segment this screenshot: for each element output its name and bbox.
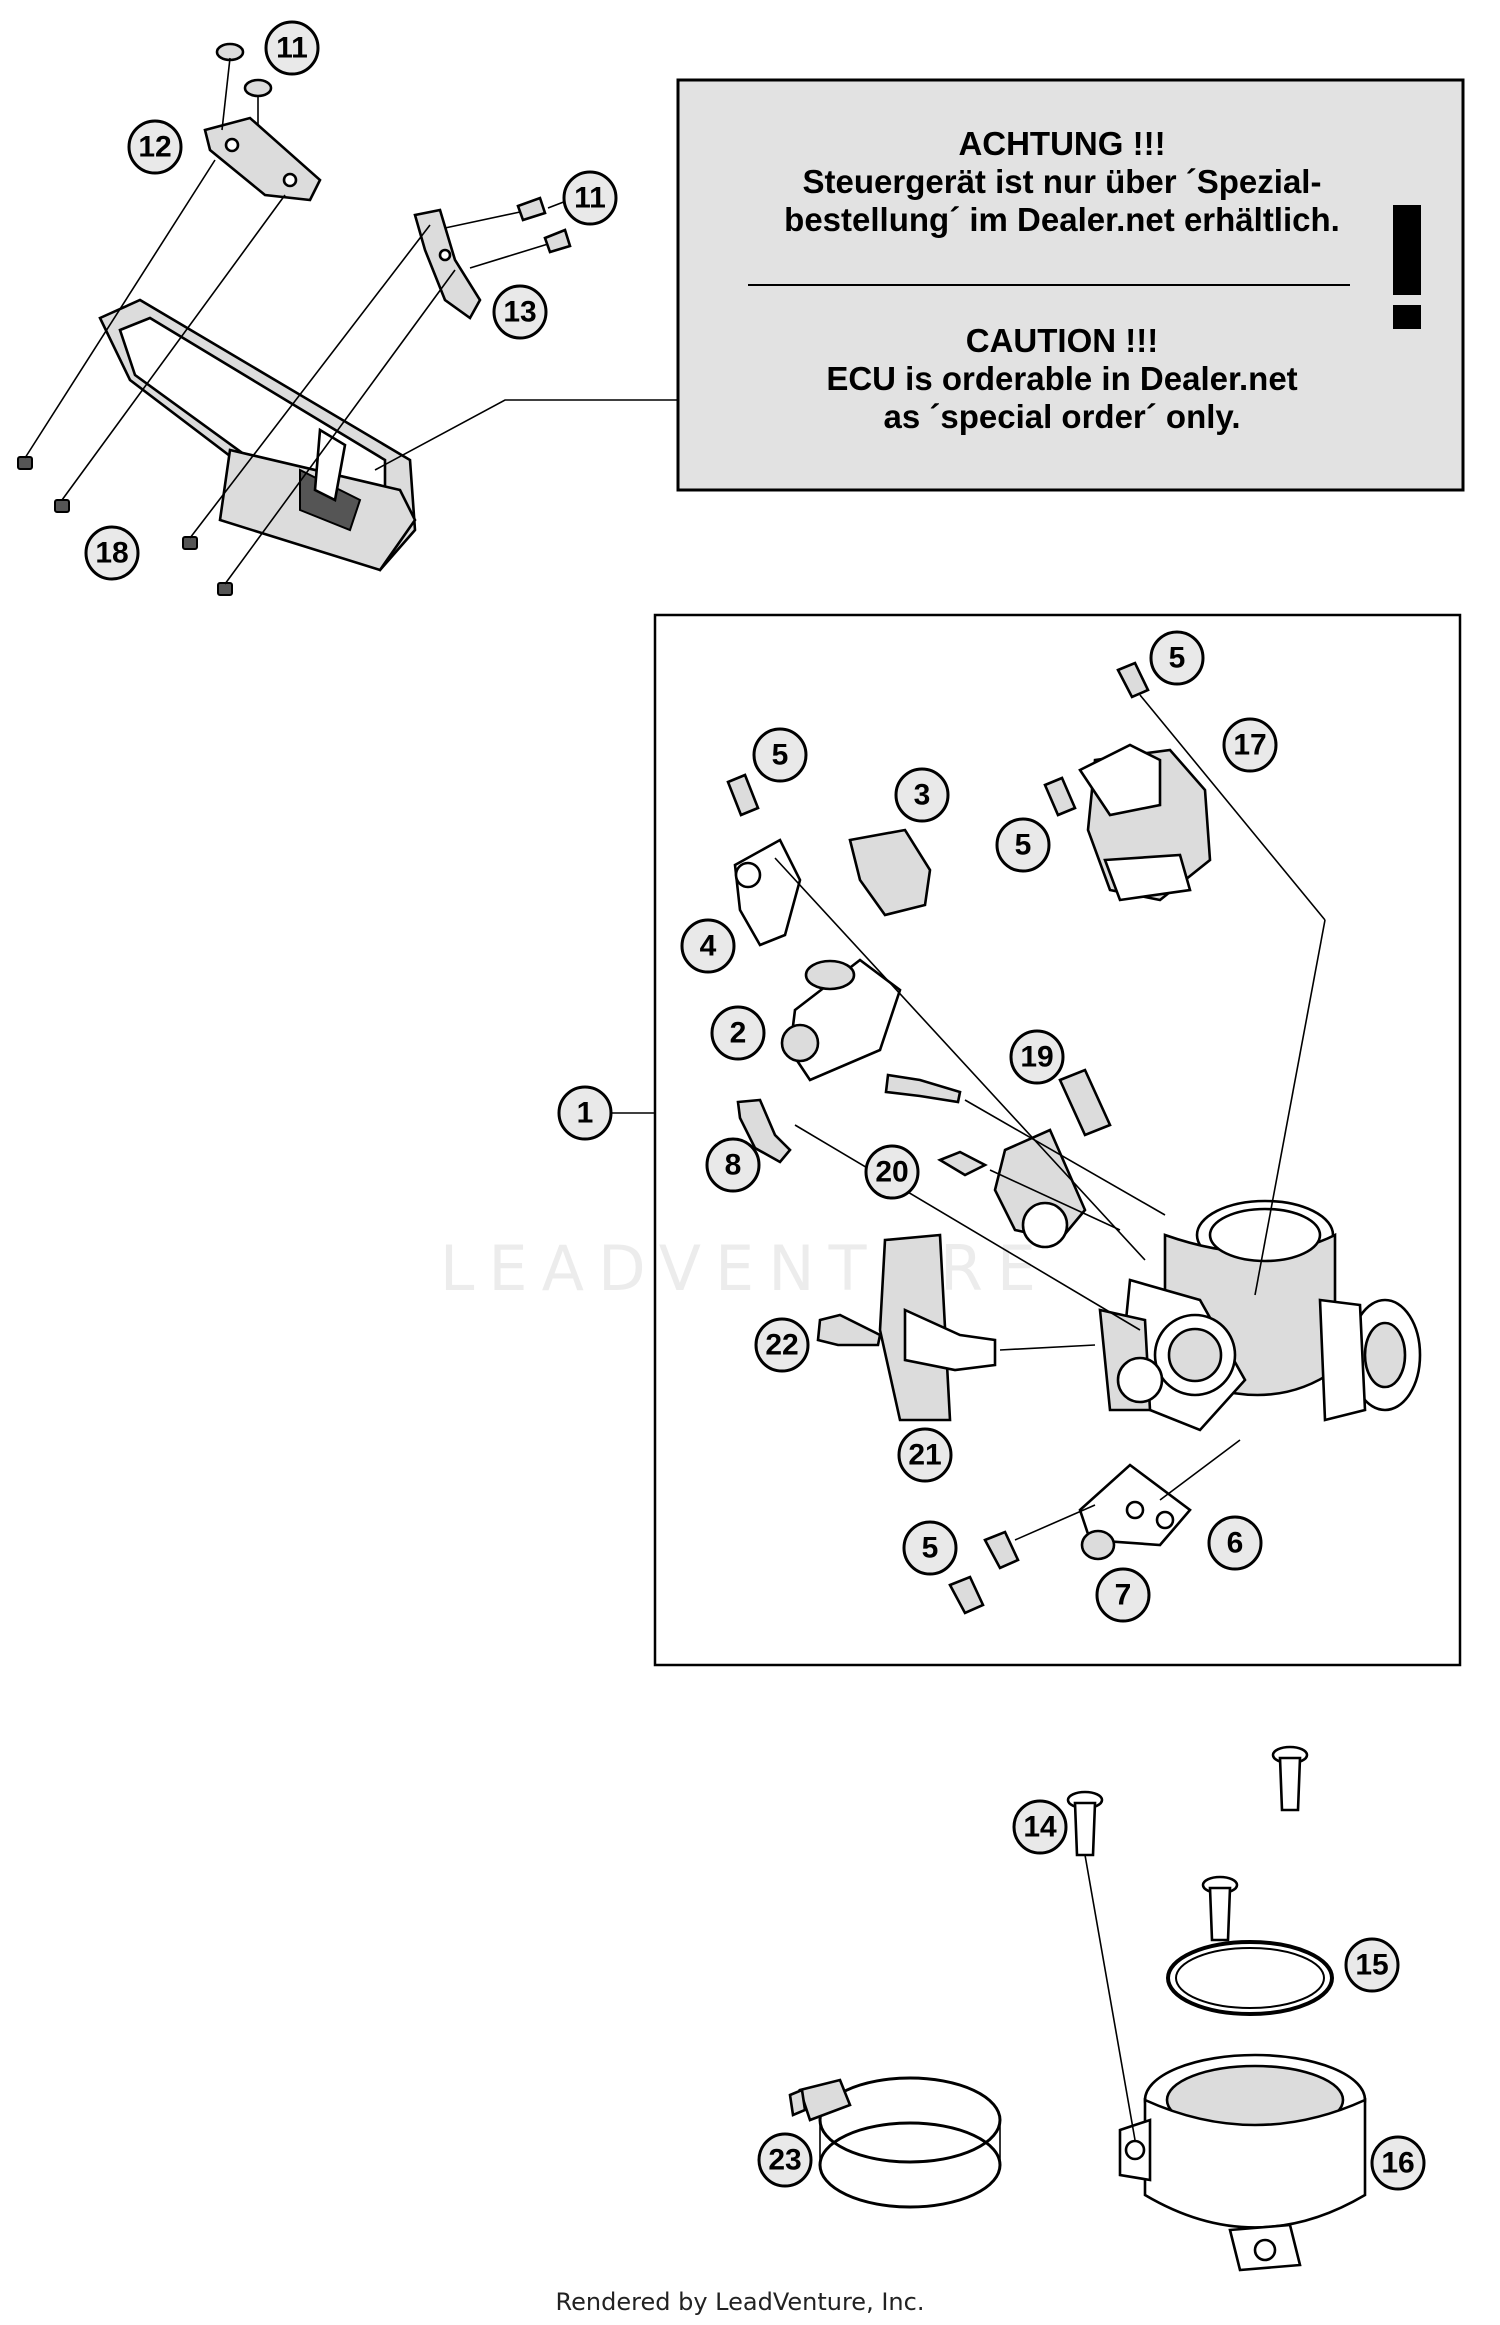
callout-number: 23 — [768, 2144, 801, 2177]
notice-de-title: ACHTUNG !!! — [958, 125, 1165, 162]
callout-number: 19 — [1020, 1041, 1053, 1074]
callout-5-bottom[interactable]: 5 — [902, 1520, 958, 1576]
callout-12[interactable]: 12 — [127, 119, 183, 175]
callout-number: 5 — [1015, 829, 1032, 862]
callout-number: 6 — [1227, 1527, 1244, 1560]
callout-8[interactable]: 8 — [705, 1137, 761, 1193]
callout-number: 14 — [1023, 1811, 1057, 1844]
callout-5-top[interactable]: 5 — [1149, 630, 1205, 686]
callout-number: 1 — [577, 1097, 594, 1130]
exclamation-icon — [1393, 205, 1421, 329]
callout-4[interactable]: 4 — [680, 918, 736, 974]
callout-number: 5 — [1169, 642, 1186, 675]
callout-number: 18 — [95, 537, 128, 570]
notice-en-line2: as ´special order´ only. — [883, 398, 1240, 435]
callout-21[interactable]: 21 — [897, 1427, 953, 1483]
callout-number: 13 — [503, 296, 536, 329]
callout-14[interactable]: 14 — [1012, 1799, 1068, 1855]
callout-15[interactable]: 15 — [1344, 1937, 1400, 1993]
callout-22[interactable]: 22 — [754, 1317, 810, 1373]
throttle-body-leaders — [774, 694, 1326, 1541]
callout-number: 22 — [765, 1329, 798, 1362]
callout-5-idle[interactable]: 5 — [995, 817, 1051, 873]
callout-number: 5 — [772, 739, 789, 772]
throttle-body-frame — [653, 613, 1462, 1667]
notice-box: ACHTUNG !!! Steuergerät ist nur über ´Sp… — [676, 78, 1465, 492]
callout-16[interactable]: 16 — [1370, 2135, 1426, 2191]
callout-number: 12 — [138, 131, 171, 164]
watermark: LEADVENTURE — [440, 1232, 1050, 1305]
callout-23[interactable]: 23 — [757, 2132, 813, 2188]
ecu-assembly — [17, 42, 678, 596]
callout-number: 4 — [700, 930, 717, 963]
callout-number: 3 — [914, 779, 931, 812]
callout-number: 16 — [1381, 2147, 1414, 2180]
throttle-body-parts — [726, 661, 1422, 1615]
callout-number: 20 — [875, 1156, 908, 1189]
callout-6[interactable]: 6 — [1207, 1515, 1263, 1571]
intake-adapter-parts — [788, 1745, 1367, 2272]
callout-number: 21 — [908, 1439, 941, 1472]
callout-19[interactable]: 19 — [1009, 1029, 1065, 1085]
callout-17[interactable]: 17 — [1222, 717, 1278, 773]
callout-7[interactable]: 7 — [1095, 1567, 1151, 1623]
callout-number: 2 — [730, 1017, 747, 1050]
callout-2[interactable]: 2 — [710, 1005, 766, 1061]
callout-number: 11 — [276, 32, 308, 65]
notice-de-line1: Steuergerät ist nur über ´Spezial- — [803, 163, 1322, 200]
callout-11-right[interactable]: 11 — [562, 170, 618, 226]
callout-18[interactable]: 18 — [84, 525, 140, 581]
callout-11-top[interactable]: 11 — [264, 20, 320, 76]
callout-5-injector[interactable]: 5 — [752, 727, 808, 783]
callout-3[interactable]: 3 — [894, 767, 950, 823]
footer-credit: Rendered by LeadVenture, Inc. — [556, 2288, 925, 2316]
callout-number: 15 — [1355, 1949, 1388, 1982]
callout-number: 8 — [725, 1149, 742, 1182]
callout-20[interactable]: 20 — [864, 1144, 920, 1200]
callout-13[interactable]: 13 — [492, 284, 548, 340]
notice-en-title: CAUTION !!! — [966, 322, 1158, 359]
callout-number: 5 — [922, 1532, 939, 1565]
callout-number: 17 — [1233, 729, 1266, 762]
callout-1[interactable]: 1 — [557, 1085, 613, 1141]
notice-de-line2: bestellung´ im Dealer.net erhältlich. — [784, 201, 1340, 238]
notice-en-line1: ECU is orderable in Dealer.net — [826, 360, 1297, 397]
callout-number: 11 — [574, 182, 606, 215]
callout-number: 7 — [1115, 1579, 1132, 1612]
